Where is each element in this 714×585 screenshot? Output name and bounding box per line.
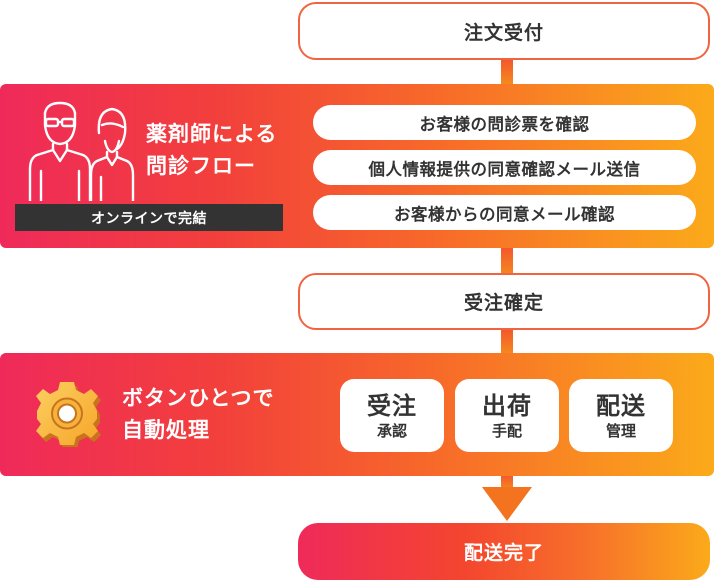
auto-card-small-label: 手配 (491, 421, 522, 440)
gear-icon (36, 382, 101, 447)
online-complete-tag: オンラインで完結 (15, 204, 283, 231)
flow-connector-4 (501, 474, 513, 490)
flow-connector-2 (501, 246, 513, 276)
flow-arrow-down-icon (482, 487, 532, 521)
step-delivery-complete: 配送完了 (298, 523, 710, 580)
flow-connector-3 (501, 328, 513, 354)
auto-card-big-label: 受注 (367, 391, 417, 420)
flow-connector-1 (501, 58, 513, 84)
pharmacist-flow-title: 薬剤師による 問診フロー (146, 118, 277, 182)
auto-card-big-label: 配送 (596, 391, 646, 420)
pharmacist-people-icon (28, 101, 135, 201)
step-order-received: 注文受付 (298, 2, 710, 60)
automation-title: ボタンひとつで 自動処理 (122, 382, 275, 446)
auto-card-order-approval: 受注 承認 (340, 379, 444, 452)
automation-title-line1: ボタンひとつで (122, 386, 275, 410)
auto-card-small-label: 管理 (605, 421, 636, 440)
flow-item-send-consent-mail: 個人情報提供の同意確認メール送信 (313, 150, 696, 185)
auto-card-delivery-management: 配送 管理 (569, 379, 673, 452)
flow-item-check-questionnaire: お客様の問診票を確認 (313, 105, 696, 140)
pharmacist-flow-title-line2: 問診フロー (146, 154, 256, 178)
step-order-confirmed: 受注確定 (298, 273, 710, 330)
pharmacist-flow-title-line1: 薬剤師による (146, 122, 278, 146)
automation-title-line2: 自動処理 (122, 418, 210, 442)
auto-card-small-label: 承認 (376, 421, 407, 440)
auto-card-shipping-arrangement: 出荷 手配 (455, 379, 559, 452)
auto-card-big-label: 出荷 (482, 391, 532, 420)
flow-item-confirm-consent-mail: お客様からの同意メール確認 (313, 195, 696, 230)
